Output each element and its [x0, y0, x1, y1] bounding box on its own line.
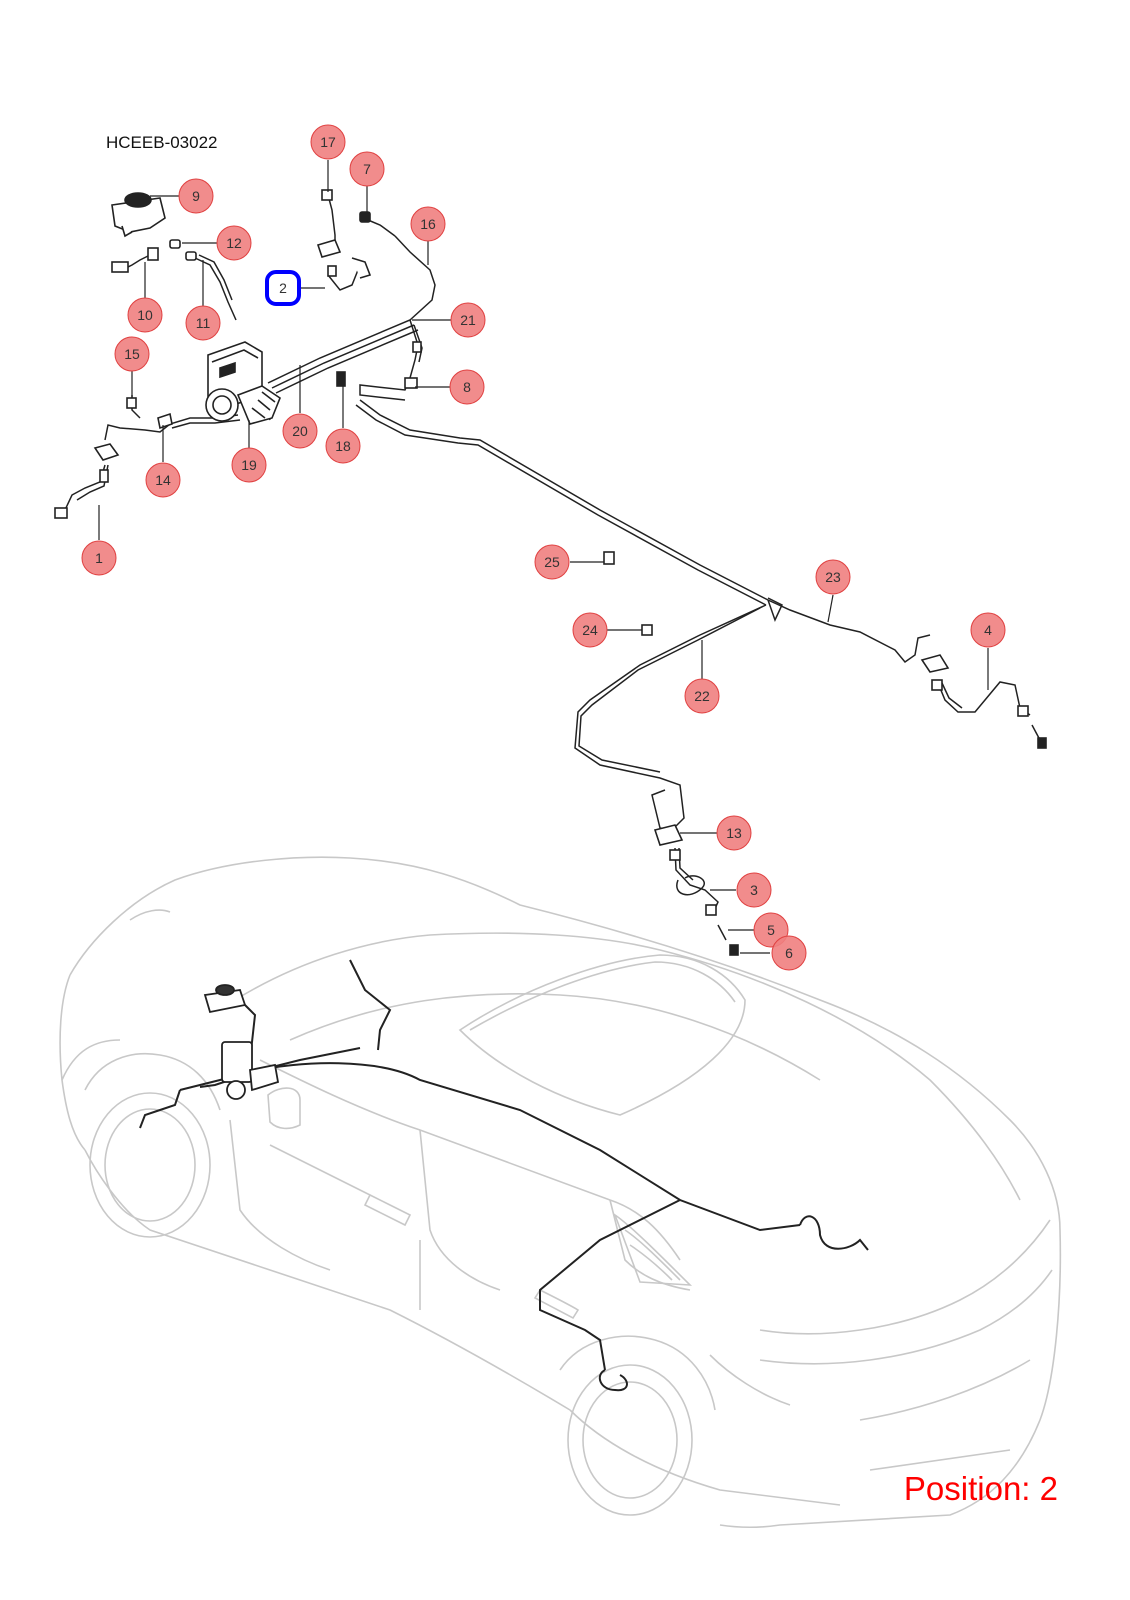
callout-24[interactable]: 24 — [572, 612, 608, 648]
callout-label: 4 — [984, 622, 992, 638]
callout-marker[interactable] — [736, 872, 772, 908]
callout-9[interactable]: 9 — [178, 178, 214, 214]
callout-marker[interactable] — [684, 678, 720, 714]
callout-label: 25 — [544, 554, 560, 570]
callout-marker[interactable] — [970, 612, 1006, 648]
callout-label: 22 — [694, 688, 710, 704]
brake-components — [54, 189, 1047, 956]
callout-18[interactable]: 18 — [325, 428, 361, 464]
callout-marker[interactable] — [282, 413, 318, 449]
callout-12[interactable]: 12 — [216, 225, 252, 261]
callout-marker[interactable] — [114, 336, 150, 372]
callout-label: 7 — [363, 161, 371, 177]
callout-marker[interactable] — [81, 540, 117, 576]
callout-15[interactable]: 15 — [114, 336, 150, 372]
callout-marker[interactable] — [449, 369, 485, 405]
callout-marker[interactable] — [216, 225, 252, 261]
vehicle-brake-lines — [139, 959, 869, 1392]
callout-14[interactable]: 14 — [145, 462, 181, 498]
callout-marker[interactable] — [310, 124, 346, 160]
vehicle-abs-unit — [221, 1041, 280, 1100]
callout-marker[interactable] — [771, 935, 807, 971]
position-label: Position: 2 — [903, 1470, 1058, 1507]
callout-label: 21 — [460, 312, 476, 328]
callout-label: 19 — [241, 457, 257, 473]
callout-4[interactable]: 4 — [970, 612, 1006, 648]
callout-label: 24 — [582, 622, 598, 638]
callout-marker[interactable] — [815, 559, 851, 595]
callout-3[interactable]: 3 — [736, 872, 772, 908]
callout-2[interactable]: 2 — [265, 270, 301, 306]
vehicle-outline — [59, 856, 1062, 1529]
callout-label: 10 — [137, 307, 153, 323]
callout-marker[interactable] — [127, 297, 163, 333]
callout-marker[interactable] — [349, 151, 385, 187]
callout-label: 13 — [726, 825, 742, 841]
callout-13[interactable]: 13 — [716, 815, 752, 851]
callout-marker[interactable] — [178, 178, 214, 214]
callout-label: 20 — [292, 423, 308, 439]
callout-marker[interactable] — [716, 815, 752, 851]
callout-leaders — [98, 160, 989, 954]
callout-label: 17 — [320, 134, 336, 150]
callout-8[interactable]: 8 — [449, 369, 485, 405]
callout-22[interactable]: 22 — [684, 678, 720, 714]
callout-20[interactable]: 20 — [282, 413, 318, 449]
callout-11[interactable]: 11 — [185, 305, 221, 341]
callout-label: 18 — [335, 438, 351, 454]
callout-marker[interactable] — [145, 462, 181, 498]
brake-line-network — [59, 194, 1041, 941]
callout-label: 11 — [196, 315, 211, 331]
callout-25[interactable]: 25 — [534, 544, 570, 580]
callout-16[interactable]: 16 — [410, 206, 446, 242]
callout-marker[interactable] — [534, 544, 570, 580]
callout-marker[interactable] — [231, 447, 267, 483]
callout-marker[interactable] — [450, 302, 486, 338]
callout-19[interactable]: 19 — [231, 447, 267, 483]
diagram-code: HCEEB-03022 — [106, 133, 218, 152]
callout-21[interactable]: 21 — [450, 302, 486, 338]
callout-label: 6 — [785, 945, 793, 961]
vehicle-reservoir — [203, 984, 247, 1014]
callout-label: 5 — [767, 922, 775, 938]
callout-label: 23 — [825, 569, 841, 585]
callout-17[interactable]: 17 — [310, 124, 346, 160]
callout-1[interactable]: 1 — [81, 540, 117, 576]
callout-label: 1 — [95, 550, 103, 566]
callout-label: 8 — [463, 379, 471, 395]
callout-6[interactable]: 6 — [771, 935, 807, 971]
callout-marker[interactable] — [325, 428, 361, 464]
callout-label: 3 — [750, 882, 758, 898]
callout-label: 12 — [226, 235, 242, 251]
callout-label: 2 — [279, 280, 287, 296]
callout-marker[interactable] — [572, 612, 608, 648]
callout-marker[interactable] — [265, 270, 301, 306]
callout-label: 14 — [155, 472, 171, 488]
callout-marker[interactable] — [410, 206, 446, 242]
callout-label: 9 — [192, 188, 200, 204]
callout-7[interactable]: 7 — [349, 151, 385, 187]
callout-marker[interactable] — [185, 305, 221, 341]
callout-10[interactable]: 10 — [127, 297, 163, 333]
callout-label: 16 — [420, 216, 436, 232]
callout-label: 15 — [124, 346, 140, 362]
reservoir-icon — [111, 197, 166, 233]
callout-23[interactable]: 23 — [815, 559, 851, 595]
